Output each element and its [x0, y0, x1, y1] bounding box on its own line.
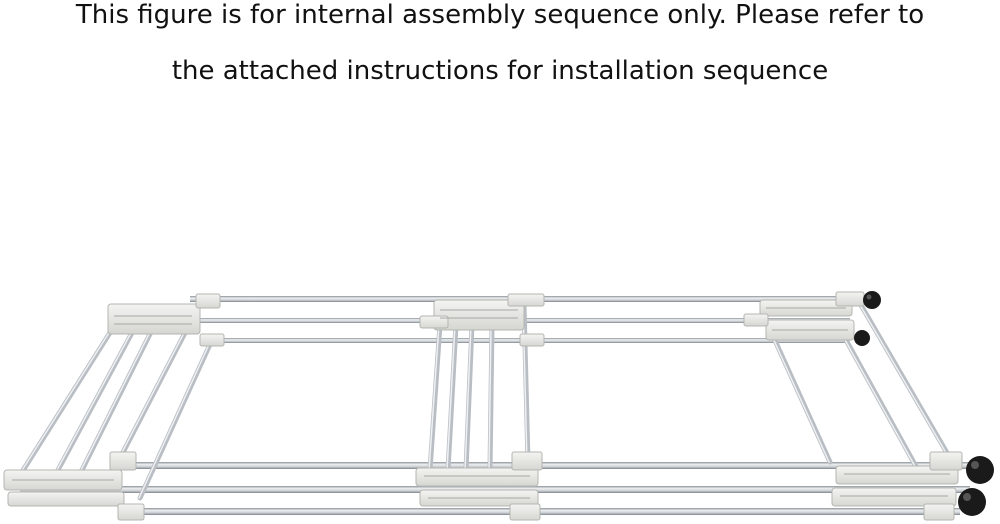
rack-frame: [3, 291, 994, 521]
caption-line-2: the attached instructions for installati…: [171, 56, 829, 86]
right-wing-bars: [765, 297, 953, 473]
center-bars: [427, 302, 531, 473]
drying-rack-photo: [3, 291, 994, 521]
caption-line-1: This figure is for internal assembly seq…: [75, 0, 925, 30]
